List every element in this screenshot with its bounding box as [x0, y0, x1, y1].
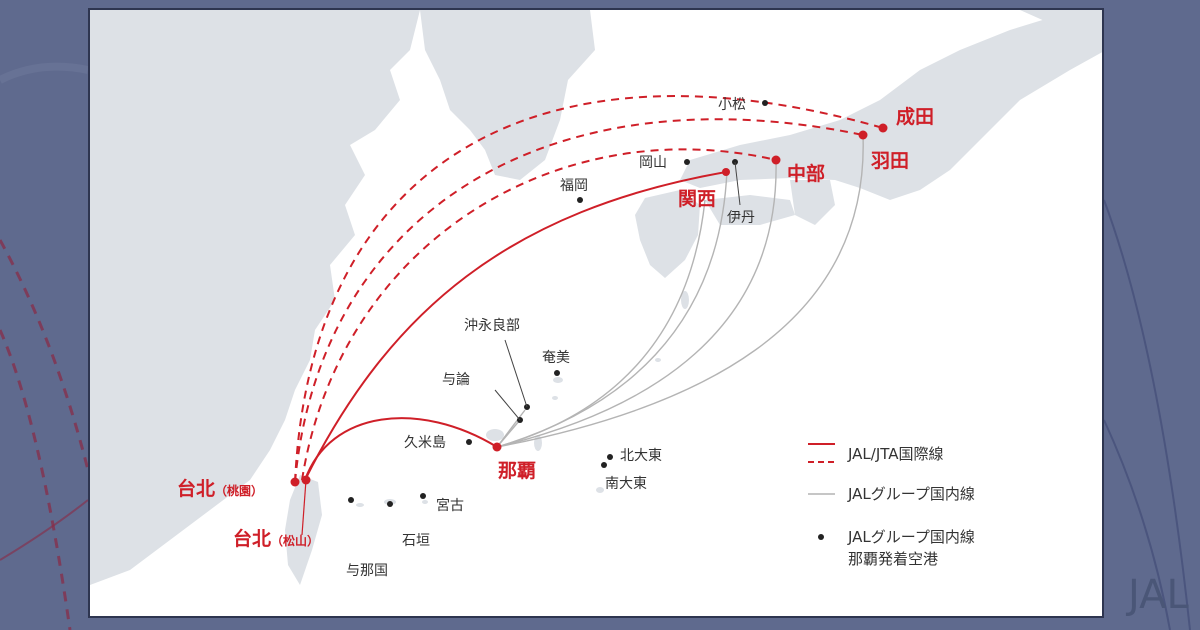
- label-ishigaki: 石垣: [402, 533, 430, 549]
- korea-landmass: [420, 10, 595, 180]
- legend-intl-label: JAL/JTA国際線: [847, 445, 944, 463]
- route-map: 小松 岡山 福岡 伊丹 沖永良部 奄美 与論 久米島 北大東 南大東 宮古 石垣…: [90, 10, 1102, 585]
- honshu-landmass: [680, 10, 1102, 200]
- label-komatsu: 小松: [718, 97, 746, 113]
- international-routes: [304, 171, 727, 481]
- label-itami: 伊丹: [727, 210, 755, 226]
- legend-airports-label-2: 那覇発着空港: [848, 550, 938, 568]
- label-kitadaito: 北大東: [620, 448, 662, 464]
- label-taipei-songshan: 台北（松山）: [233, 527, 319, 550]
- china-landmass: [90, 10, 420, 585]
- route-taoyuan-narita: [294, 95, 884, 483]
- route-naha-haneda: [496, 134, 864, 448]
- land-masses: [90, 10, 1102, 585]
- label-okayama: 岡山: [639, 155, 667, 171]
- label-miyako: 宮古: [436, 498, 464, 514]
- label-haneda: 羽田: [871, 150, 909, 172]
- route-naha-yoron: [496, 419, 521, 448]
- label-yoron: 与論: [442, 372, 470, 388]
- route-taipei-kansai: [304, 171, 727, 481]
- itami-leader-line: [734, 161, 741, 206]
- label-kansai: 関西: [678, 188, 716, 210]
- label-fukuoka: 福岡: [560, 178, 588, 194]
- domestic-routes: [496, 134, 864, 448]
- international-dashed-routes: [294, 95, 884, 483]
- label-narita: 成田: [896, 105, 934, 128]
- label-amami: 奄美: [542, 350, 570, 366]
- route-taipei-naha: [304, 417, 498, 481]
- hokkaido-landmass: [1020, 10, 1102, 30]
- route-naha-kansai: [496, 199, 706, 448]
- legend-domestic-label: JALグループ国内線: [847, 485, 975, 503]
- background-jal-text: JAL: [1128, 572, 1189, 618]
- legend: JAL/JTA国際線 JALグループ国内線 JALグループ国内線 那覇発着空港: [808, 443, 975, 568]
- kii-landmass: [790, 180, 835, 225]
- songshan-leader-line: [301, 479, 307, 536]
- label-chubu: 中部: [787, 162, 825, 185]
- label-naha: 那覇: [498, 460, 536, 482]
- label-kumejima: 久米島: [404, 435, 446, 451]
- label-minamidaito: 南大東: [605, 476, 647, 492]
- route-taoyuan-haneda: [294, 118, 864, 483]
- route-songshan-chubu: [301, 148, 777, 481]
- route-naha-chubu: [496, 159, 777, 448]
- legend-airports-label-1: JALグループ国内線: [847, 528, 975, 546]
- kyushu-landmass: [635, 190, 700, 278]
- label-yonaguni: 与那国: [346, 563, 388, 579]
- okinoerabu-leader-line: [504, 339, 528, 408]
- label-okinoerabu: 沖永良部: [464, 318, 520, 334]
- taiwan-landmass: [285, 475, 322, 585]
- label-taipei-taoyuan: 台北（桃園）: [177, 477, 263, 500]
- yoron-leader-line: [494, 389, 521, 421]
- route-map-card: 小松 岡山 福岡 伊丹 沖永良部 奄美 与論 久米島 北大東 南大東 宮古 石垣…: [88, 8, 1104, 618]
- hub-dots: [290, 123, 888, 487]
